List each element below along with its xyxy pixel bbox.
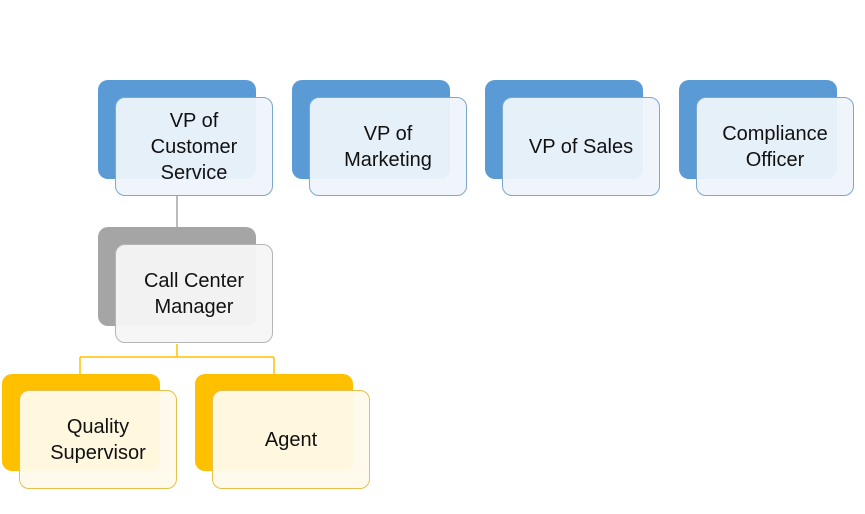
node-label: VP of Customer Service: [150, 109, 238, 184]
node-label: VP of Marketing: [344, 122, 432, 171]
node-label: VP of Sales: [528, 135, 634, 158]
node-label: Call Center Manager: [143, 269, 245, 318]
node-label: Agent: [264, 428, 318, 451]
node-label: Compliance Officer: [722, 122, 828, 171]
node-label: Quality Supervisor: [50, 415, 146, 464]
